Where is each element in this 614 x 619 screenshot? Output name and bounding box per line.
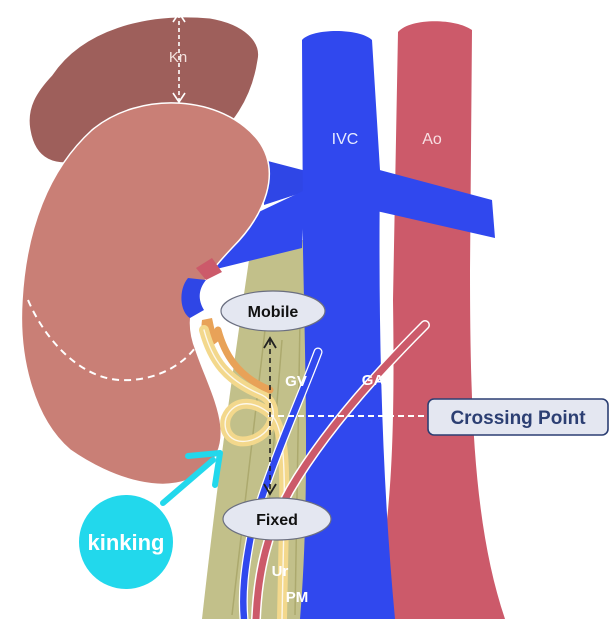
- aorta-shape: [368, 21, 505, 619]
- mobile-label: Mobile: [248, 304, 299, 321]
- gonadal-artery-label: GA: [362, 372, 385, 389]
- fixed-label: Fixed: [256, 512, 298, 529]
- kinking-label: kinking: [87, 530, 164, 555]
- crossing-point-label: Crossing Point: [450, 408, 586, 429]
- gonadal-vein-label: GV: [285, 373, 307, 390]
- hilum-vessel: [181, 278, 206, 318]
- psoas-major-label: PM: [286, 589, 309, 606]
- kidney-thickness-label: Kn: [169, 49, 187, 66]
- ivc-label: IVC: [332, 131, 359, 148]
- aorta-label: Ao: [422, 131, 442, 148]
- ureter-label: Ur: [272, 563, 289, 580]
